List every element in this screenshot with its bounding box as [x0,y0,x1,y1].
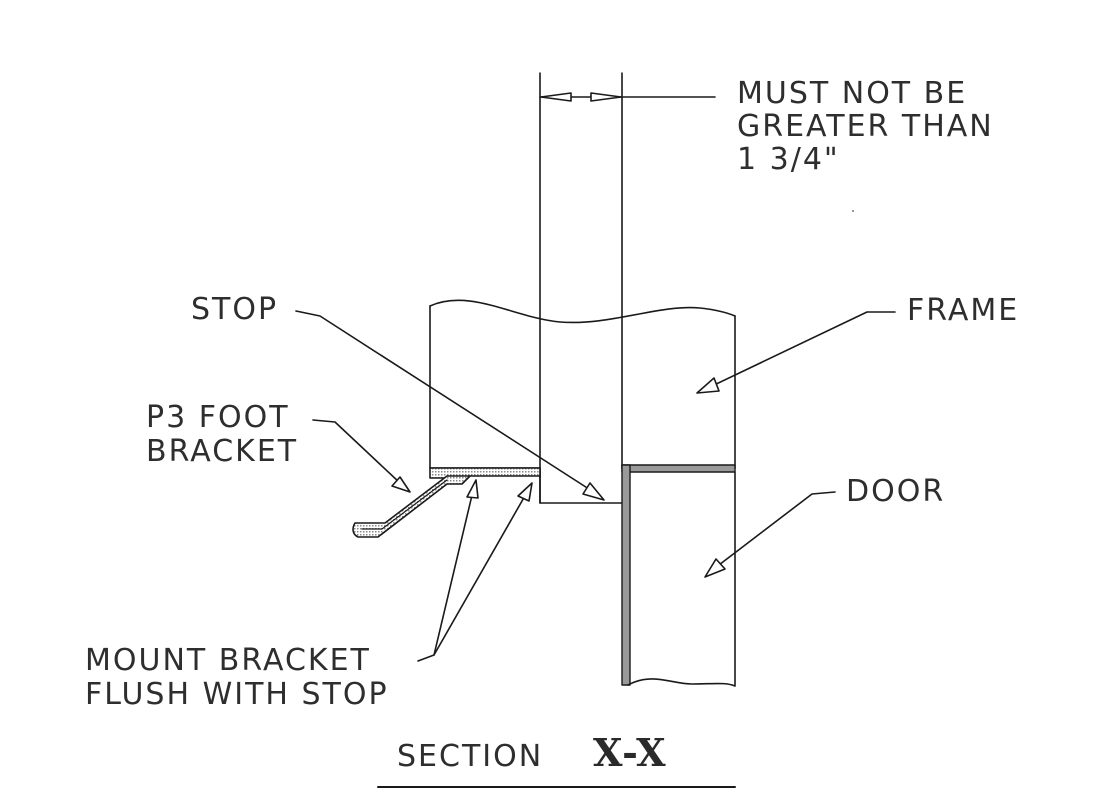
mount-bracket-label-line-1: MOUNT BRACKET [85,643,371,678]
dimension-arrow-right [590,92,622,102]
mount-bracket-leader-arrow-1 [466,479,479,499]
door-label: DOOR [846,474,946,509]
stop-label: STOP [191,292,279,327]
mount-bracket-leader-2 [433,493,527,656]
foot-bracket-leader [312,419,401,484]
dimension-arrow-left [540,92,572,102]
dimension-note-line-1: MUST NOT BE [737,76,968,111]
mount-bracket-leader-arrow-2 [517,482,533,502]
foot-bracket-label-line-2: BRACKET [146,434,299,469]
mount-bracket-label-line-2: FLUSH WITH STOP [85,677,389,712]
stray-dot [852,210,854,212]
door-seal-strip [621,464,736,473]
section-title-prefix: SECTION [397,739,544,774]
p3-foot-bracket-inner [361,479,448,530]
foot-bracket-leader-arrow [391,476,411,493]
door-edge-strip [621,464,631,686]
section-title-id: X-X [593,730,667,775]
frame-top-break [429,299,736,324]
stop-leader [295,310,593,492]
frame-label: FRAME [907,293,1020,328]
frame-leader-arrow [696,377,720,394]
foot-bracket-label-line-1: P3 FOOT [146,400,290,435]
door-leader [714,491,836,569]
dimension-note-line-2: GREATER THAN [737,109,994,144]
door-bottom-break [627,678,736,687]
dimension-note-line-3: 1 3/4" [737,142,840,177]
door-leader-arrow [704,558,726,578]
frame-leader [709,311,896,388]
stop-profile [539,467,623,504]
stop-leader-arrow [582,482,605,501]
